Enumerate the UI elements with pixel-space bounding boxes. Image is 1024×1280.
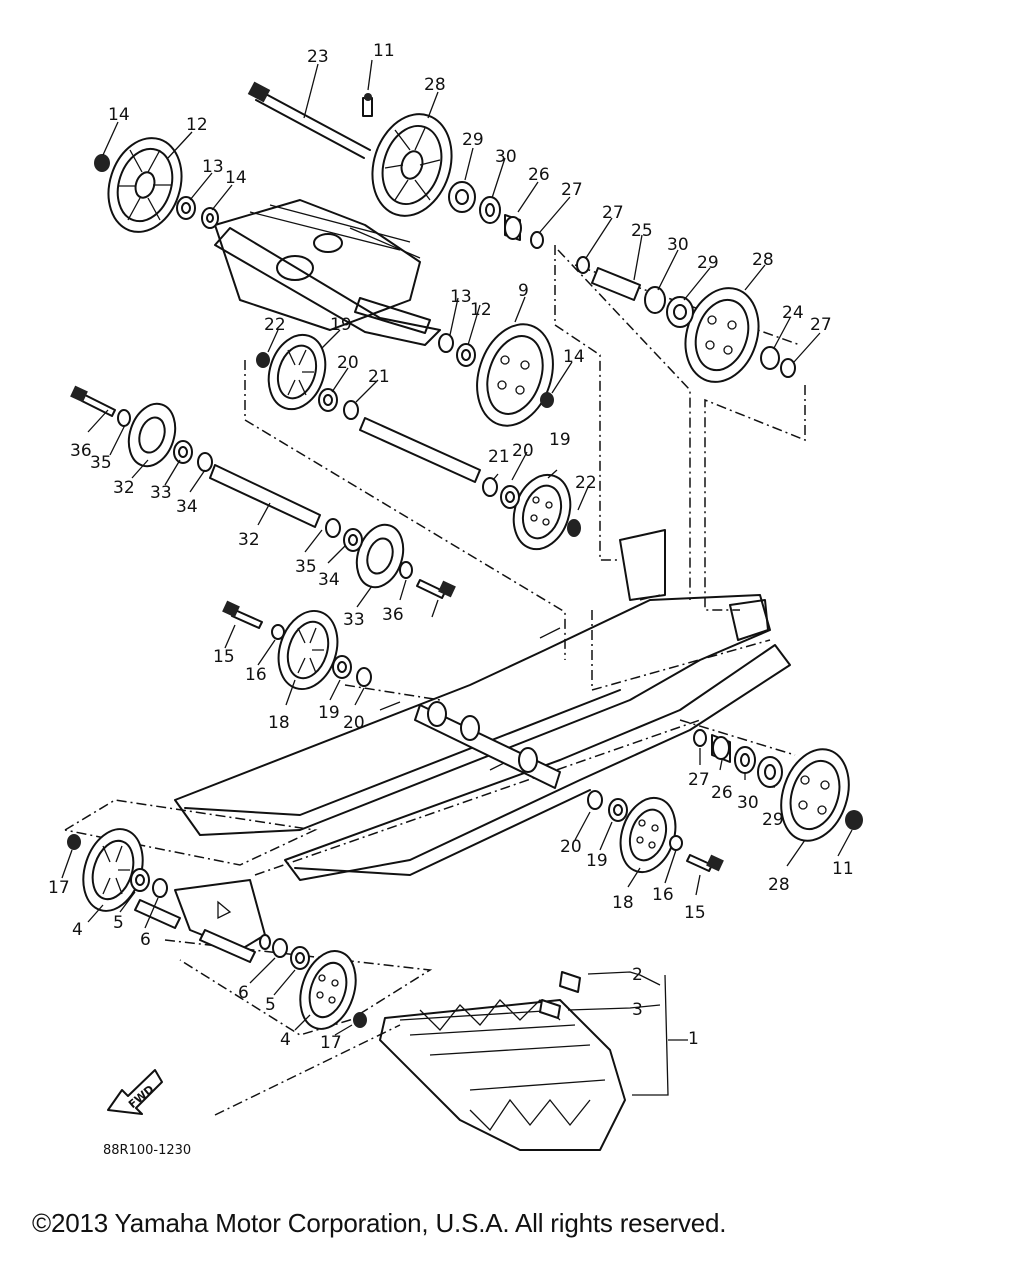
- callout-13: 15: [684, 903, 706, 923]
- callout-22: 22: [264, 315, 286, 335]
- copyright-notice: ©2013 Yamaha Motor Corporation, U.S.A. A…: [32, 1208, 727, 1238]
- callout-9: 12: [186, 115, 208, 135]
- callout-30: 30: [667, 235, 689, 255]
- callout-21: 21: [488, 447, 510, 467]
- callout-12: 14: [108, 105, 130, 125]
- callout-33: 33: [150, 483, 172, 503]
- upper-frame-bracket: [214, 199, 441, 346]
- callout-4: 4: [280, 1030, 291, 1050]
- idler-wheel-16-left: [277, 609, 339, 691]
- callout-19: 19: [330, 315, 352, 335]
- suspension-exploded-diagram: FWD 88R100-1230 23 11 28 14 12 13 14 29 …: [48, 41, 863, 1158]
- callout-14: 16: [245, 665, 267, 685]
- callout-11: 13: [450, 287, 472, 307]
- callout-14: 16: [652, 885, 674, 905]
- callout-10: 13: [202, 157, 224, 177]
- callout-27: 27: [688, 770, 710, 790]
- shafts: [209, 297, 481, 528]
- callout-3: 3: [632, 1000, 643, 1020]
- callout-29: 29: [762, 810, 784, 830]
- callout-19: 19: [549, 430, 571, 450]
- callout-5: 5: [265, 995, 276, 1015]
- assembly-guide-lines: [64, 245, 806, 1116]
- cross-shaft: [414, 701, 561, 789]
- idler-wheel-4-left: [82, 828, 144, 912]
- callout-34: 34: [176, 497, 198, 517]
- callout-7: 11: [832, 859, 854, 879]
- idler-wheel-19-right: [512, 473, 572, 551]
- callout-31: 32: [238, 530, 260, 550]
- callout-33: 34: [318, 570, 340, 590]
- callout-1: 1: [688, 1029, 699, 1049]
- callout-34: 35: [295, 557, 317, 577]
- callout-2: 2: [632, 965, 643, 985]
- bearings-and-collars: [67, 154, 863, 1028]
- grease-fitting-8: [362, 93, 373, 117]
- callout-36: 36: [70, 441, 92, 461]
- idler-wheel-9-left: [107, 137, 183, 233]
- callout-32: 33: [343, 610, 365, 630]
- callout-20: 20: [512, 441, 534, 461]
- callout-8: 11: [373, 41, 395, 61]
- callout-29: 29: [462, 130, 484, 150]
- callout-17: 19: [586, 851, 608, 871]
- leader-lines: [61, 59, 853, 1096]
- idler-wheel-28-top: [371, 113, 453, 217]
- idler-wheel-9-center: [476, 323, 554, 427]
- callout-labels: 23 11 28 14 12 13 14 29 30 26 27 27 25 3…: [48, 41, 854, 1053]
- callout-28: 28: [768, 875, 790, 895]
- callout-32: 32: [113, 478, 135, 498]
- idler-wheel-16-right: [619, 796, 677, 874]
- callout-27: 27: [561, 180, 583, 200]
- callout-6: 6: [238, 983, 249, 1003]
- callout-10: 12: [470, 300, 492, 320]
- callout-4: 4: [72, 920, 83, 940]
- callout-26: 26: [711, 783, 733, 803]
- callout-13: 15: [213, 647, 235, 667]
- callout-18: 20: [343, 713, 365, 733]
- callout-6: 6: [140, 930, 151, 950]
- callout-26: 26: [528, 165, 550, 185]
- callout-20: 20: [337, 353, 359, 373]
- callout-28: 28: [752, 250, 774, 270]
- callout-18: 20: [560, 837, 582, 857]
- idler-wheel-32-right: [355, 523, 405, 589]
- idler-wheel-32-left: [127, 402, 177, 468]
- callout-16: 18: [268, 713, 290, 733]
- front-arm-assembly: [134, 879, 271, 963]
- callout-21: 21: [368, 367, 390, 387]
- callout-25: 25: [631, 221, 653, 241]
- callout-22: 22: [575, 473, 597, 493]
- callout-5: 5: [113, 913, 124, 933]
- callout-28: 28: [424, 75, 446, 95]
- callout-29: 29: [697, 253, 719, 273]
- callout-17: 19: [318, 703, 340, 723]
- callout-27: 27: [810, 315, 832, 335]
- long-bolt-23: [247, 81, 371, 159]
- callout-30: 30: [737, 793, 759, 813]
- callout-35: 36: [382, 605, 404, 625]
- slide-rails: [174, 529, 791, 881]
- callout-12: 14: [563, 347, 585, 367]
- forward-arrow: FWD: [107, 1069, 163, 1115]
- idler-wheel-4-right: [299, 950, 357, 1030]
- callout-27: 27: [602, 203, 624, 223]
- callout-24: 24: [782, 303, 804, 323]
- callout-15: 17: [48, 878, 70, 898]
- callout-35: 35: [90, 453, 112, 473]
- idler-wheel-28-lower: [780, 748, 850, 842]
- bolts: [70, 385, 724, 872]
- idler-wheel-19-left: [267, 333, 327, 411]
- callout-11: 14: [225, 168, 247, 188]
- diagram-code: 88R100-1230: [103, 1143, 191, 1158]
- callout-9: 9: [518, 281, 529, 301]
- track: [379, 971, 626, 1151]
- callout-23: 23: [307, 47, 329, 67]
- callout-30: 30: [495, 147, 517, 167]
- callout-16: 18: [612, 893, 634, 913]
- callout-15: 17: [320, 1033, 342, 1053]
